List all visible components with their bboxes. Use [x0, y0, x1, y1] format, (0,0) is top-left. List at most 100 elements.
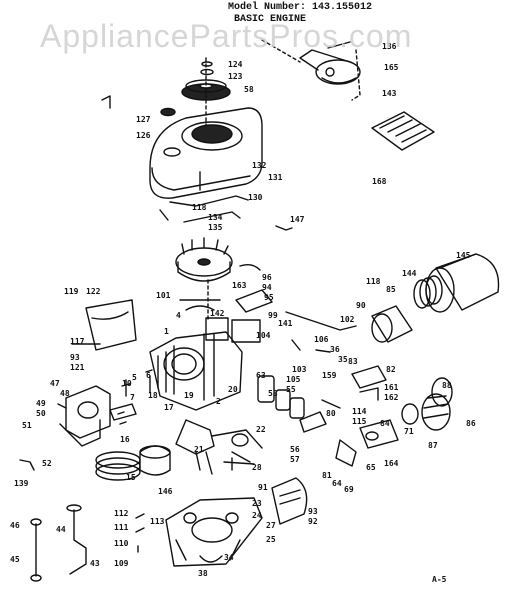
callout-83: 83	[348, 357, 358, 366]
callout-2: 2	[216, 397, 221, 406]
page-ref: A-5	[432, 575, 447, 584]
callout-16: 16	[120, 435, 130, 444]
callout-80: 80	[326, 409, 336, 418]
pad-part	[371, 111, 435, 151]
callout-43: 43	[90, 559, 100, 568]
callout-52: 52	[42, 459, 52, 468]
callout-50: 50	[36, 409, 46, 418]
callout-139: 139	[14, 479, 29, 488]
callout-20: 20	[228, 385, 238, 394]
callout-82: 82	[386, 365, 396, 374]
callout-88: 88	[442, 381, 452, 390]
callout-5: 5	[132, 373, 137, 382]
callout-45: 45	[10, 555, 20, 564]
callout-104: 104	[256, 331, 271, 340]
callout-46: 46	[10, 521, 20, 530]
callout-146: 146	[158, 487, 173, 496]
callout-122: 122	[86, 287, 101, 296]
callout-21: 21	[194, 445, 204, 454]
callout-117: 117	[70, 337, 85, 346]
callout-111: 111	[114, 523, 129, 532]
callout-44: 44	[56, 525, 66, 534]
callout-87: 87	[428, 441, 438, 450]
callout-51: 51	[22, 421, 32, 430]
blower-housing-part	[149, 107, 263, 199]
callout-142: 142	[210, 309, 225, 318]
callout-48: 48	[60, 389, 70, 398]
callout-106: 106	[314, 335, 329, 344]
callout-17: 17	[164, 403, 174, 412]
callout-114: 114	[352, 407, 367, 416]
callout-162: 162	[384, 393, 399, 402]
callout-1: 1	[164, 327, 169, 336]
callout-124: 124	[228, 60, 243, 69]
callout-145: 145	[456, 251, 471, 260]
callout-144: 144	[402, 269, 417, 278]
dipstick-part	[30, 504, 87, 582]
callout-163: 163	[232, 281, 247, 290]
callout-65: 65	[366, 463, 376, 472]
callout-126: 126	[136, 131, 151, 140]
callout-113: 113	[150, 517, 165, 526]
callout-57: 57	[290, 455, 300, 464]
callout-91: 91	[258, 483, 268, 492]
callout-18: 18	[148, 391, 158, 400]
callout-95: 95	[264, 293, 274, 302]
cylinder-block-part	[149, 317, 261, 411]
callout-19: 19	[184, 391, 194, 400]
callout-36: 36	[330, 345, 340, 354]
callout-86: 86	[466, 419, 476, 428]
callout-109: 109	[114, 559, 129, 568]
callout-96: 96	[262, 273, 272, 282]
callout-118-right: 118	[366, 277, 381, 286]
callout-10: 10	[122, 379, 132, 388]
callout-22: 22	[256, 425, 266, 434]
callout-123: 123	[228, 72, 243, 81]
callout-94: 94	[262, 283, 272, 292]
callout-131: 131	[268, 173, 283, 182]
callout-35: 35	[338, 355, 348, 364]
callout-6: 6	[146, 371, 151, 380]
callout-103: 103	[292, 365, 307, 374]
watermark: AppliancePartsPros.com	[40, 18, 413, 54]
callout-135: 135	[208, 223, 223, 232]
callout-81: 81	[322, 471, 332, 480]
callout-7: 7	[130, 393, 135, 402]
callout-93-left: 93	[70, 353, 80, 362]
callout-136: 136	[382, 42, 397, 51]
callout-130: 130	[248, 193, 263, 202]
callout-25: 25	[266, 535, 276, 544]
carburetor-part	[59, 385, 137, 447]
callout-69: 69	[344, 485, 354, 494]
spring-part	[413, 275, 443, 309]
callout-53: 53	[268, 389, 278, 398]
callout-47: 47	[50, 379, 60, 388]
callout-56: 56	[290, 445, 300, 454]
callout-102: 102	[340, 315, 355, 324]
callout-121: 121	[70, 363, 85, 372]
callout-159: 159	[322, 371, 337, 380]
callout-55: 55	[286, 385, 296, 394]
callout-115: 115	[352, 417, 367, 426]
callout-165: 165	[384, 63, 399, 72]
callout-93-right: 93	[308, 507, 318, 516]
callouts-layer: 136 165 143 124 123 58 127 126 168 132 1…	[10, 42, 476, 584]
callout-85-top: 85	[386, 285, 396, 294]
callout-64: 64	[332, 479, 342, 488]
callout-92: 92	[308, 517, 318, 526]
callout-143: 143	[382, 89, 397, 98]
throttle-plate-part	[299, 41, 361, 85]
flywheel-part	[175, 237, 233, 282]
callout-105: 105	[286, 375, 301, 384]
callout-164: 164	[384, 459, 399, 468]
callout-38: 38	[198, 569, 208, 578]
filter-part	[371, 305, 413, 343]
callout-168: 168	[372, 177, 387, 186]
callout-110: 110	[114, 539, 129, 548]
callout-58: 58	[244, 85, 254, 94]
callout-34: 34	[224, 553, 234, 562]
callout-84-mid: 84	[380, 419, 390, 428]
callout-132: 132	[252, 161, 267, 170]
